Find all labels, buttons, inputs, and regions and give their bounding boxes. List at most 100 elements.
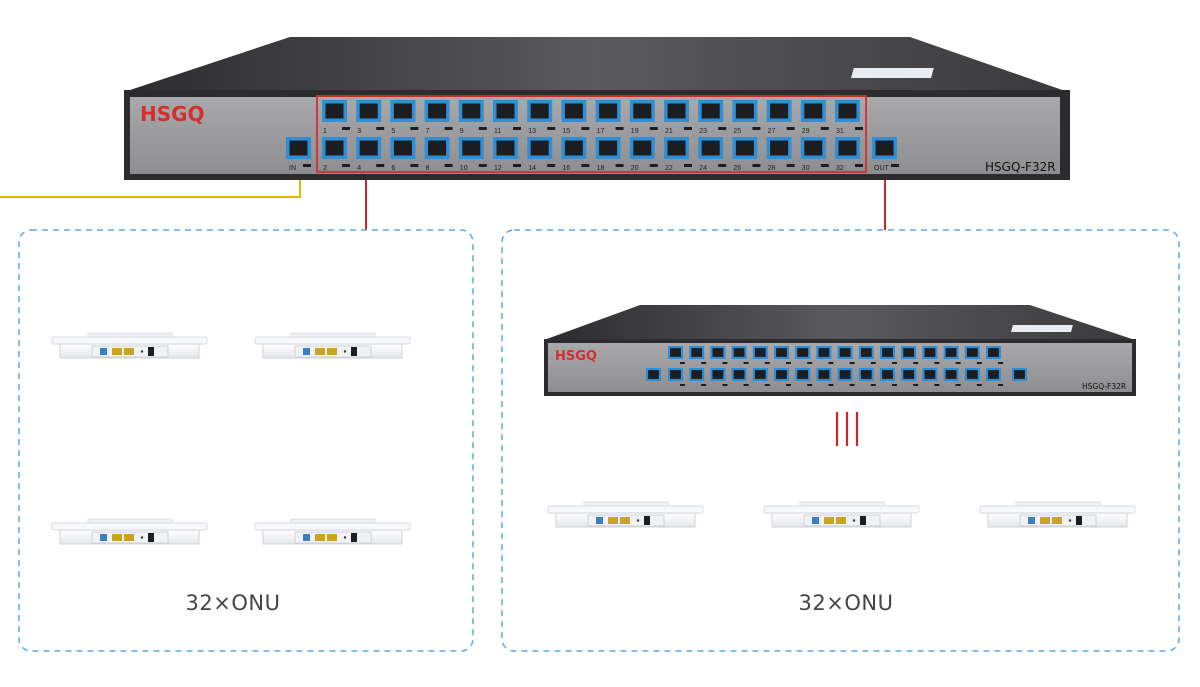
secondary-in-port [646,368,661,381]
pon-port-28 [766,137,792,159]
port-number-label: 30 [802,165,810,172]
pon-port-21 [664,100,689,122]
onu-device-icon [547,501,704,528]
pon-port-10 [458,137,484,159]
port-number-label: 18 [597,165,605,172]
pon-port-12 [493,137,518,159]
port-led [722,384,728,386]
port-led [615,164,624,167]
port-number-label: 19 [631,128,639,135]
port-led [855,127,863,130]
port-led [752,164,761,167]
port-number-label: 17 [597,128,605,135]
port-led [976,362,982,364]
pon-port-32 [835,137,860,159]
port-number-label: 32 [836,165,844,172]
port-led [743,362,749,364]
pon-port-16 [561,137,587,159]
secondary-pon-port [710,368,726,381]
port-led [955,362,961,364]
pon-port-13 [527,100,553,122]
secondary-pon-port [986,346,1001,359]
port-led [955,384,961,386]
port-number-label: 14 [528,165,536,172]
secondary-pon-port [964,346,980,359]
port-number-label: 6 [391,165,395,172]
port-number-label: 10 [460,165,468,172]
secondary-pon-port [816,368,832,381]
secondary-out-port [1012,368,1027,381]
port-number-label: 1 [323,128,327,135]
secondary-pon-port [774,346,789,359]
port-led [684,127,692,130]
port-number-label: 25 [733,128,741,135]
port-led [913,384,919,386]
port-number-label: 21 [665,128,673,135]
port-led [870,384,876,386]
secondary-switch-label-sticker [1011,325,1073,332]
secondary-switch-brand: HSGQ [555,349,597,364]
onu-device-icon [254,518,411,545]
port-number-label: 7 [426,128,430,135]
secondary-pon-port [689,346,705,359]
main-switch-faceplate [130,97,1060,174]
port-led [849,384,855,386]
right-group-box [501,229,1180,652]
port-number-label: 28 [768,165,776,172]
port-led [764,362,770,364]
port-led [376,127,385,130]
secondary-pon-port [922,346,938,359]
pon-port-29 [800,100,826,122]
port-led [376,164,385,167]
port-number-label: 4 [357,165,361,172]
port-led [478,127,487,130]
onu-device-icon [51,332,208,359]
port-led [342,164,350,167]
port-led [303,164,311,167]
port-number-label: 13 [528,128,536,135]
main-switch-label-sticker [851,68,934,78]
port-led [722,362,728,364]
secondary-switch-model: HSGQ-F32R [1082,382,1126,391]
secondary-pon-port [710,346,726,359]
pon-port-15 [561,100,587,122]
secondary-switch-top [544,305,1135,340]
port-led [998,362,1003,364]
secondary-pon-port [922,368,938,381]
pon-port-6 [390,137,416,159]
pon-port-7 [424,100,450,122]
onu-device-icon [51,518,208,545]
secondary-pon-port [816,346,832,359]
port-led [892,384,897,386]
secondary-pon-port [668,368,683,381]
port-led [892,362,897,364]
pon-port-3 [356,100,382,122]
port-led [807,384,813,386]
left-group-box [18,229,474,652]
pon-port-30 [800,137,826,159]
port-number-label: 31 [836,128,844,135]
port-led [828,384,834,386]
port-led [913,362,919,364]
port-led [547,127,556,130]
pon-port-11 [493,100,518,122]
pon-port-22 [664,137,689,159]
port-led [701,384,707,386]
port-led [820,164,829,167]
port-led [807,362,813,364]
uplink-out-port [872,137,897,159]
secondary-pon-port [837,346,853,359]
port-number-label: 16 [562,165,570,172]
port-led [764,384,770,386]
port-number-label: 29 [802,128,810,135]
secondary-pon-port [731,346,747,359]
pon-port-8 [424,137,450,159]
pon-port-25 [732,100,758,122]
port-number-label: 5 [391,128,395,135]
port-led [934,362,940,364]
secondary-pon-port [901,346,917,359]
port-led [743,384,749,386]
secondary-pon-port [986,368,1001,381]
right-group-caption: 32×ONU [798,591,894,615]
